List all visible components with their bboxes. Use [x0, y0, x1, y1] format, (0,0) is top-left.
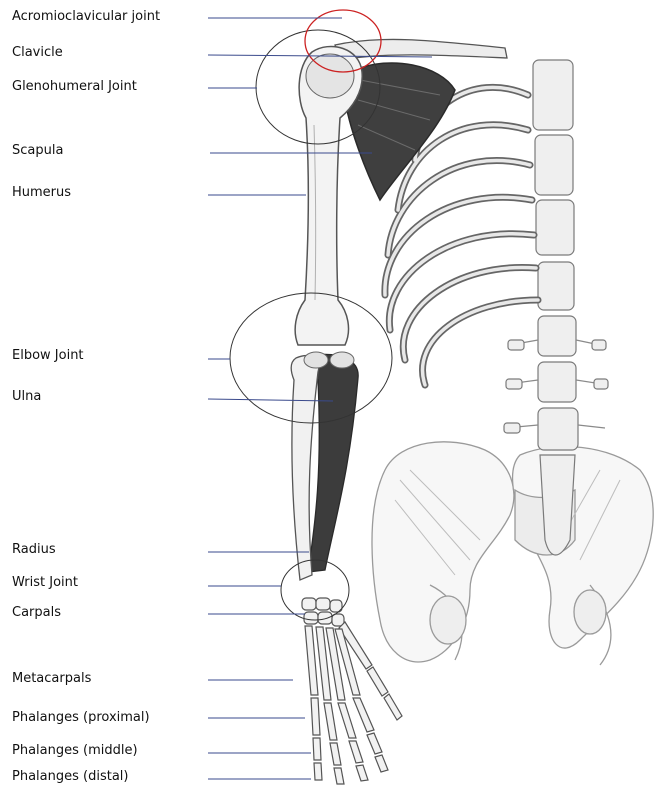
- label-phalanges-distal: Phalanges (distal): [12, 769, 128, 785]
- humerus-illustration: [295, 46, 362, 345]
- label-carpals: Carpals: [12, 605, 61, 621]
- label-elbow-joint: Elbow Joint: [12, 348, 84, 364]
- label-clavicle: Clavicle: [12, 45, 63, 61]
- label-ulna: Ulna: [12, 389, 41, 405]
- label-scapula: Scapula: [12, 143, 63, 159]
- label-radius: Radius: [12, 542, 56, 558]
- pelvis-illustration: [372, 442, 653, 665]
- label-metacarpals: Metacarpals: [12, 671, 91, 687]
- forearm-illustration: [291, 352, 358, 580]
- label-glenohumeral-joint: Glenohumeral Joint: [12, 79, 137, 95]
- label-phalanges-middle: Phalanges (middle): [12, 743, 138, 759]
- label-phalanges-proximal: Phalanges (proximal): [12, 710, 150, 726]
- label-wrist-joint: Wrist Joint: [12, 575, 78, 591]
- label-acromioclavicular-joint: Acromioclavicular joint: [12, 9, 160, 25]
- label-humerus: Humerus: [12, 185, 71, 201]
